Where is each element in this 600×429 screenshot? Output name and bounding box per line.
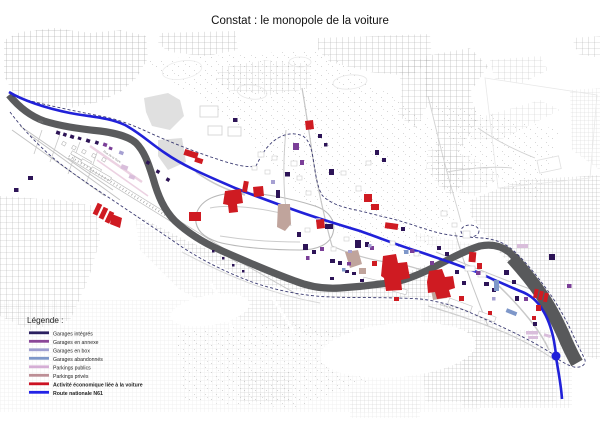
svg-text:Garages abandonnés: Garages abandonnés <box>53 357 103 363</box>
svg-text:Route nationale N61: Route nationale N61 <box>53 391 103 397</box>
svg-text:Légende :: Légende : <box>27 316 63 325</box>
svg-text:Grand Rue: Grand Rue <box>440 302 455 311</box>
svg-text:Parkings privés: Parkings privés <box>53 374 89 380</box>
svg-text:N61: N61 <box>38 119 45 124</box>
svg-text:Garages en annexe: Garages en annexe <box>53 340 99 346</box>
svg-text:Garages en box: Garages en box <box>53 349 90 355</box>
svg-text:Constat : le monopole de la vo: Constat : le monopole de la voiture <box>211 15 389 27</box>
svg-text:Garages intégrés: Garages intégrés <box>53 332 93 338</box>
svg-text:Parkings publics: Parkings publics <box>53 366 91 372</box>
svg-text:Activité économique liée à la: Activité économique liée à la voiture <box>53 383 143 389</box>
